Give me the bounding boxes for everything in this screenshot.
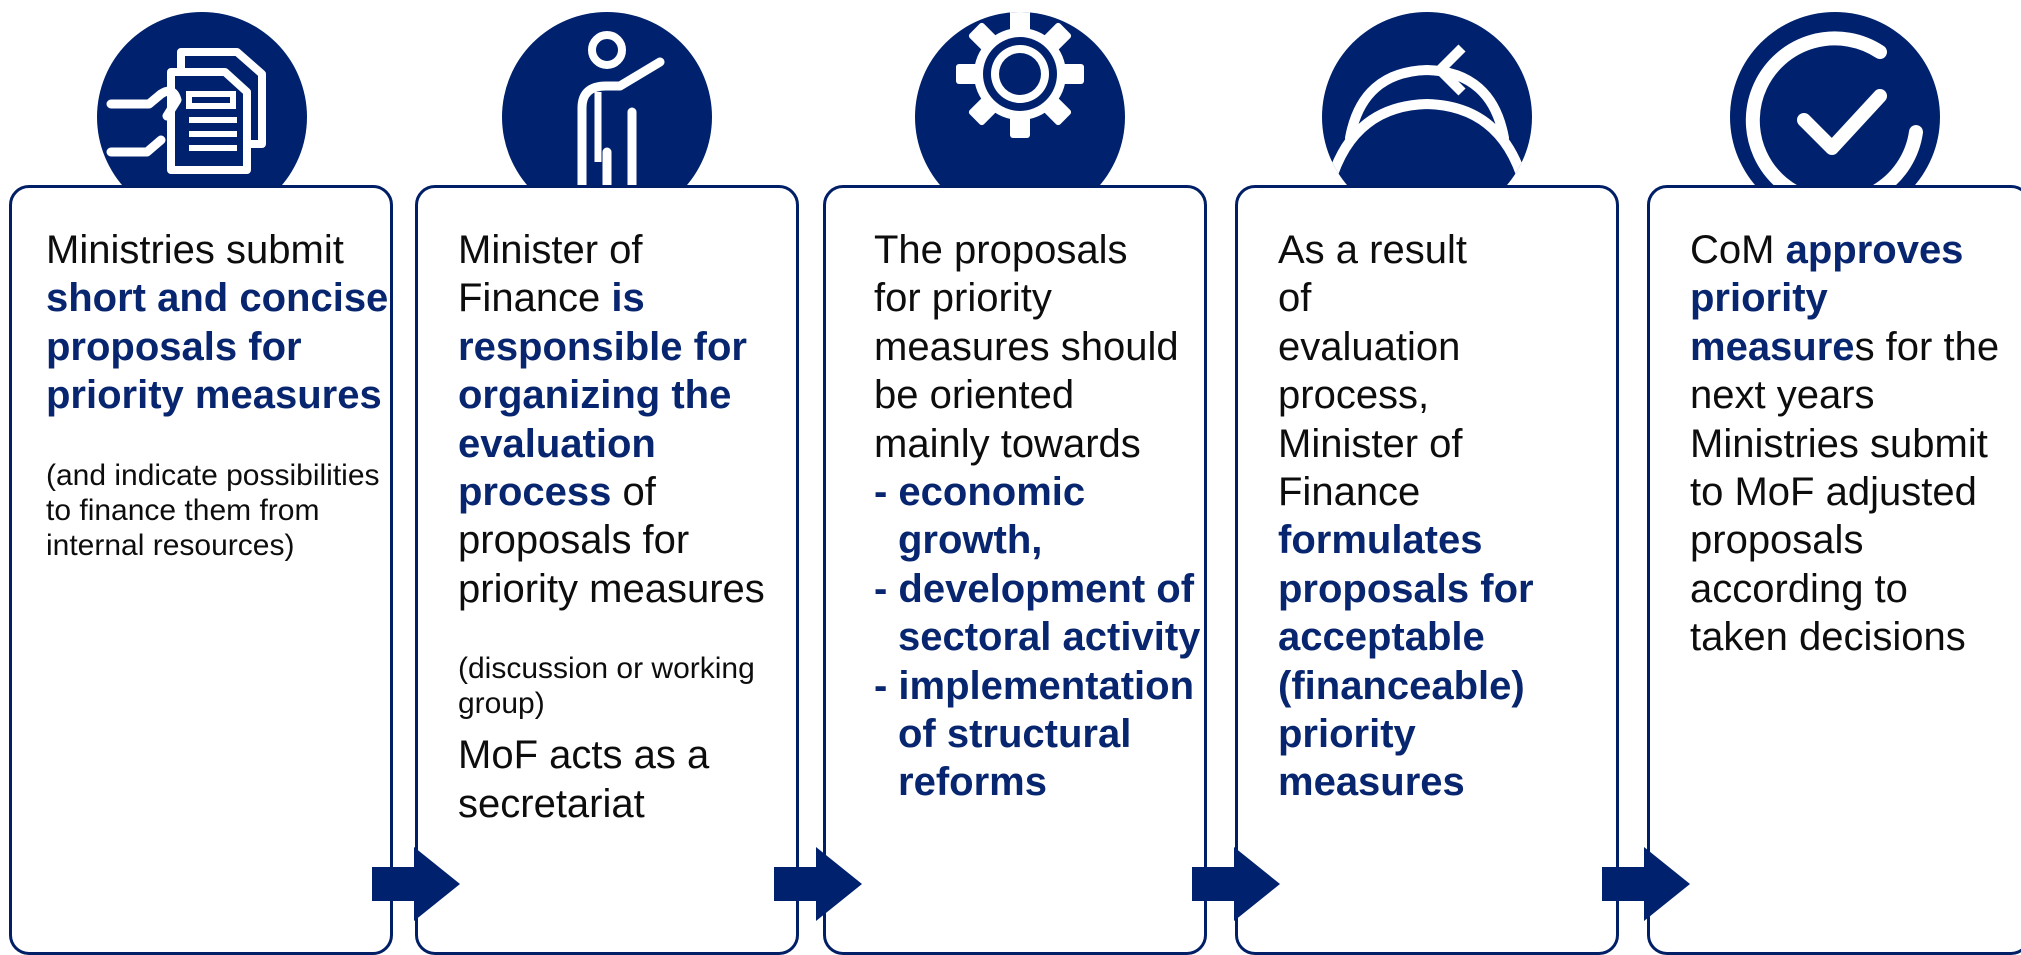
step-1-note: (and indicate possibilities to finance t… [46,458,380,562]
cycle-arrow-icon [1325,44,1529,189]
document-hand-icon [106,48,266,174]
step-2-note: (discussion or working group) [458,652,755,721]
step-5-card: CoM approves priority measures for the n… [1647,185,2021,955]
bullet-structural-reforms: - implementation of structural reforms [874,663,1195,805]
bullet-economic-growth: - economic growth, [874,470,1086,563]
step-arrow-2 [774,847,862,921]
step-5-text: CoM approves priority measures for the n… [1690,228,2000,660]
gear-icon [956,12,1084,138]
step-3-card: The proposals for priority measures shou… [823,185,1207,955]
step-3-bullets: - economic growth, - development of sect… [874,468,1204,807]
step-3-text: The proposals for priority measures shou… [874,228,1179,466]
step-arrow-1 [372,847,460,921]
bullet-sectoral-activity: - development of sectoral activity [874,566,1201,660]
step-2-extra: MoF acts as a secretariat [458,733,710,826]
step-4-text: As a result of evaluation process, Minis… [1278,228,1467,515]
step-4-card: As a result of evaluation process, Minis… [1235,185,1619,955]
step-4-bold: formulates proposals for acceptable (fin… [1278,518,1534,805]
step-arrow-3 [1192,847,1280,921]
step-arrow-4 [1602,847,1690,921]
